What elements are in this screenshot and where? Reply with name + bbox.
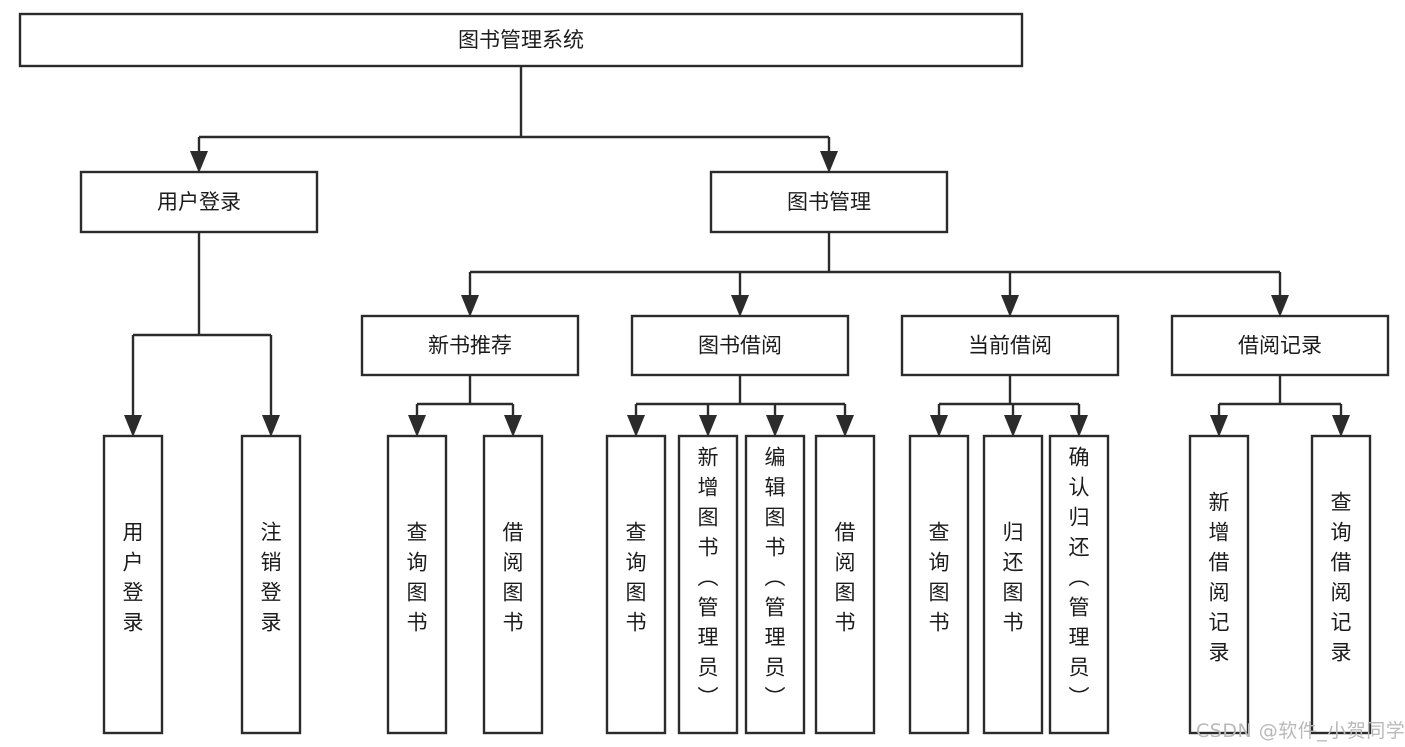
node-leaf-query-book-3[interactable]: 查询图书 — [908, 434, 970, 735]
node-borrow-record[interactable]: 借阅记录 — [1170, 314, 1390, 377]
node-label: 查询图书 — [929, 521, 950, 635]
node-label: 用户登录 — [157, 190, 241, 214]
node-label: 归还图书 — [1003, 521, 1024, 635]
node-box[interactable] — [982, 434, 1044, 735]
node-leaf-query-record[interactable]: 查询借阅记录 — [1310, 434, 1372, 735]
arrow-head-icon — [262, 415, 280, 437]
arrow-head-icon — [699, 415, 717, 437]
node-leaf-logout[interactable]: 注销登录 — [240, 434, 302, 735]
node-label: 新书推荐 — [428, 334, 512, 358]
node-label: 借阅图书 — [503, 521, 524, 635]
branch-book-borrow — [627, 375, 854, 437]
node-box[interactable] — [360, 314, 580, 377]
node-box[interactable] — [908, 434, 970, 735]
arrow-head-icon — [190, 151, 208, 173]
node-box[interactable] — [1188, 434, 1250, 735]
node-label: 图书管理系统 — [458, 28, 584, 52]
node-leaf-edit-book[interactable]: 编辑图书︵管理员︶ — [744, 434, 806, 735]
branch-user-login — [124, 232, 280, 437]
node-box[interactable] — [1048, 434, 1110, 735]
node-book-borrow[interactable]: 图书借阅 — [630, 314, 850, 377]
node-box[interactable] — [240, 434, 302, 735]
node-label: 查询借阅记录 — [1331, 491, 1352, 665]
node-box[interactable] — [18, 12, 1024, 68]
node-label: 查询图书 — [626, 521, 647, 635]
branch-borrow-record — [1210, 375, 1350, 437]
node-box[interactable] — [744, 434, 806, 735]
node-book-manage[interactable]: 图书管理 — [709, 170, 949, 234]
arrow-head-icon — [1210, 415, 1228, 437]
node-label: 新增图书︵管理员︶ — [698, 446, 719, 710]
node-leaf-add-book[interactable]: 新增图书︵管理员︶ — [677, 434, 739, 735]
node-leaf-user-login[interactable]: 用户登录 — [102, 434, 164, 735]
node-layer: 图书管理系统用户登录图书管理新书推荐图书借阅当前借阅借阅记录用户登录注销登录查询… — [18, 12, 1390, 735]
arrow-head-icon — [731, 295, 749, 317]
node-leaf-borrow-book-2[interactable]: 借阅图书 — [814, 434, 876, 735]
branch-root — [190, 66, 838, 173]
arrow-head-icon — [461, 295, 479, 317]
node-leaf-query-book-1[interactable]: 查询图书 — [386, 434, 448, 735]
arrow-head-icon — [504, 415, 522, 437]
node-label: 借阅记录 — [1238, 334, 1322, 358]
node-box[interactable] — [630, 314, 850, 377]
branch-new-book-recommend — [408, 375, 522, 437]
arrow-head-icon — [820, 151, 838, 173]
node-new-book-recommend[interactable]: 新书推荐 — [360, 314, 580, 377]
node-leaf-confirm-return[interactable]: 确认归还︵管理员︶ — [1048, 434, 1110, 735]
node-label: 用户登录 — [123, 521, 144, 635]
node-leaf-return-book[interactable]: 归还图书 — [982, 434, 1044, 735]
node-user-login[interactable]: 用户登录 — [79, 170, 319, 234]
node-label: 借阅图书 — [835, 521, 856, 635]
arrow-head-icon — [1001, 295, 1019, 317]
connector-layer — [124, 66, 1350, 437]
node-label: 当前借阅 — [968, 334, 1052, 358]
node-label: 编辑图书︵管理员︶ — [765, 446, 786, 710]
node-label: 确认归还︵管理员︶ — [1069, 446, 1090, 710]
node-leaf-add-record[interactable]: 新增借阅记录 — [1188, 434, 1250, 735]
node-box[interactable] — [900, 314, 1120, 377]
arrow-head-icon — [836, 415, 854, 437]
arrow-head-icon — [1332, 415, 1350, 437]
arrow-head-icon — [1004, 415, 1022, 437]
node-box[interactable] — [102, 434, 164, 735]
node-leaf-query-book-2[interactable]: 查询图书 — [605, 434, 667, 735]
node-box[interactable] — [709, 170, 949, 234]
node-box[interactable] — [605, 434, 667, 735]
node-current-borrow[interactable]: 当前借阅 — [900, 314, 1120, 377]
node-label: 新增借阅记录 — [1209, 491, 1230, 665]
arrow-head-icon — [627, 415, 645, 437]
arrow-head-icon — [408, 415, 426, 437]
node-label: 查询图书 — [407, 521, 428, 635]
node-leaf-borrow-book-1[interactable]: 借阅图书 — [482, 434, 544, 735]
node-box[interactable] — [386, 434, 448, 735]
arrow-head-icon — [1271, 295, 1289, 317]
arrow-head-icon — [124, 415, 142, 437]
arrow-head-icon — [1070, 415, 1088, 437]
branch-book-manage — [461, 232, 1289, 317]
node-label: 注销登录 — [261, 521, 282, 635]
branch-current-borrow — [930, 375, 1088, 437]
node-box[interactable] — [814, 434, 876, 735]
node-label: 图书管理 — [787, 190, 871, 214]
node-box[interactable] — [482, 434, 544, 735]
node-root-图书管理系统[interactable]: 图书管理系统 — [18, 12, 1024, 68]
node-box[interactable] — [1310, 434, 1372, 735]
arrow-head-icon — [766, 415, 784, 437]
arrow-head-icon — [930, 415, 948, 437]
node-box[interactable] — [79, 170, 319, 234]
node-box[interactable] — [677, 434, 739, 735]
node-box[interactable] — [1170, 314, 1390, 377]
node-label: 图书借阅 — [698, 334, 782, 358]
